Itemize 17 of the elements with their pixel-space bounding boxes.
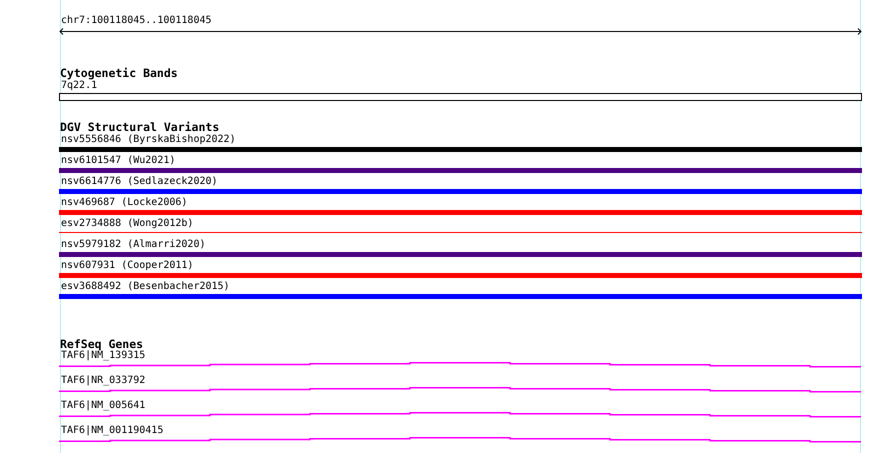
feature-label: nsv469687 (Locke2006) xyxy=(61,197,188,209)
feature-label: esv2734888 (Wong2012b) xyxy=(61,218,194,230)
feature-label: 7q22.1 xyxy=(61,80,98,92)
feature-label: nsv5556846 (ByrskaBishop2022) xyxy=(61,134,236,146)
feature-label: nsv6101547 (Wu2021) xyxy=(61,155,176,167)
feature-label: nsv607931 (Cooper2011) xyxy=(61,260,194,272)
feature-label: esv3688492 (Besenbacher2015) xyxy=(61,281,230,293)
feature-label: TAF6|NM_139315 xyxy=(61,350,146,362)
feature-label: nsv6614776 (Sedlazeck2020) xyxy=(61,176,218,188)
feature-label: nsv5979182 (Almarri2020) xyxy=(61,239,206,251)
locus-title: chr7:100118045..100118045 xyxy=(61,15,212,27)
feature-label: TAF6|NR_033792 xyxy=(61,375,146,387)
track-heading: RefSeq Genes xyxy=(60,338,144,351)
track-heading: DGV Structural Variants xyxy=(60,121,220,134)
feature-label: TAF6|NM_005641 xyxy=(61,400,146,412)
track-heading: Cytogenetic Bands xyxy=(60,67,178,80)
feature-label: TAF6|NM_001190415 xyxy=(61,425,164,437)
